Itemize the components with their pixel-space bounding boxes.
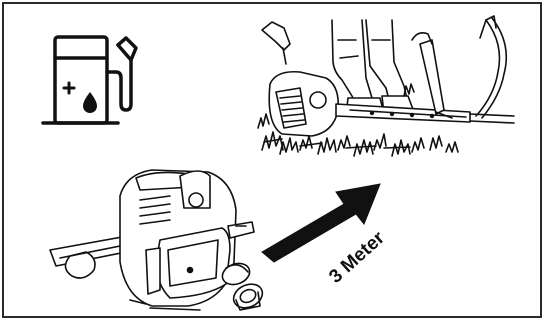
instruction-figure: 3 Meter [0,0,544,320]
